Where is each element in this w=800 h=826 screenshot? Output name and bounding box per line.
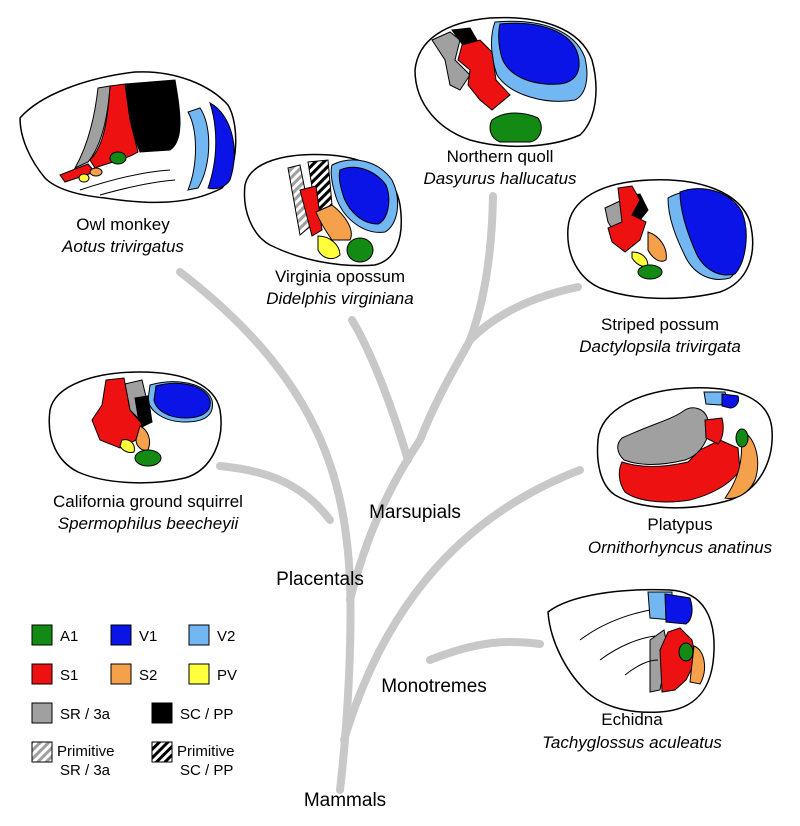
branch-monotremes (340, 466, 584, 744)
legend: A1 V1 V2 S1 S2 PV SR / 3a SC / PP (31, 624, 237, 779)
svg-text:V2: V2 (217, 628, 235, 645)
legend-item-sc-pp: SC / PP (151, 702, 233, 724)
branch-quoll (466, 192, 497, 344)
brain-northern-quoll (414, 16, 597, 148)
legend-item-a1: A1 (31, 624, 78, 646)
svg-text:Primitive: Primitive (177, 743, 235, 760)
legend-item-primitive-sr-3a: Primitive SR / 3a (31, 741, 115, 779)
branch-marsupials (346, 436, 424, 604)
svg-text:Primitive: Primitive (57, 743, 115, 760)
legend-item-pv: PV (188, 663, 237, 685)
species-common-name: Striped possum (601, 315, 719, 334)
legend-item-sr-3a: SR / 3a (31, 702, 111, 724)
legend-item-s2: S2 (110, 663, 157, 685)
svg-text:SR / 3a: SR / 3a (60, 706, 111, 723)
clade-label-mammals: Mammals (304, 790, 386, 811)
branch-marsupial-upper (416, 336, 474, 444)
species-common-name: Virginia opossum (275, 267, 405, 286)
species-latin-name: Dasyurus hallucatus (423, 169, 577, 188)
species-common-name: Platypus (647, 515, 712, 534)
brain-platypus (596, 387, 773, 509)
branch-squirrel (216, 462, 334, 524)
legend-item-v1: V1 (110, 624, 157, 646)
svg-text:SC / PP: SC / PP (180, 706, 233, 723)
svg-text:SC / PP: SC / PP (180, 762, 233, 779)
phylogenetic-tree (176, 192, 584, 794)
brain-owl-monkey (19, 71, 237, 204)
species-common-name: Echidna (601, 710, 663, 729)
branch-echidna (426, 637, 544, 664)
species-latin-name: Ornithorhyncus anatinus (588, 538, 773, 557)
species-latin-name: Dactylopsila trivirgata (579, 337, 741, 356)
legend-item-primitive-sc-pp: Primitive SC / PP (151, 741, 235, 779)
svg-text:PV: PV (217, 667, 237, 684)
branch-opossum (348, 316, 412, 464)
svg-text:V1: V1 (139, 628, 157, 645)
svg-text:S2: S2 (139, 667, 157, 684)
legend-item-v2: V2 (188, 624, 235, 646)
tree-trunk (336, 576, 355, 794)
clade-label-placentals: Placentals (276, 569, 364, 590)
species-common-name: California ground squirrel (53, 492, 243, 511)
species-latin-name: Aotus trivirgatus (61, 237, 184, 256)
branch-striped-possum (466, 283, 582, 344)
svg-text:S1: S1 (60, 667, 78, 684)
branch-placentals (176, 268, 354, 584)
species-latin-name: Spermophilus beecheyii (58, 514, 240, 533)
clade-label-monotremes: Monotremes (381, 676, 487, 697)
species-common-name: Owl monkey (76, 215, 170, 234)
brain-virginia-opossum (243, 153, 402, 267)
species-latin-name: Didelphis virginiana (266, 289, 413, 308)
brain-striped-possum (567, 179, 754, 300)
species-latin-name: Tachyglossus aculeatus (542, 733, 722, 752)
brain-echidna (547, 588, 715, 714)
legend-item-s1: S1 (31, 663, 78, 685)
species-common-name: Northern quoll (447, 147, 554, 166)
brain-california-ground-squirrel (48, 371, 222, 484)
svg-text:A1: A1 (60, 628, 78, 645)
clade-label-marsupials: Marsupials (369, 502, 461, 523)
svg-text:SR / 3a: SR / 3a (60, 762, 111, 779)
